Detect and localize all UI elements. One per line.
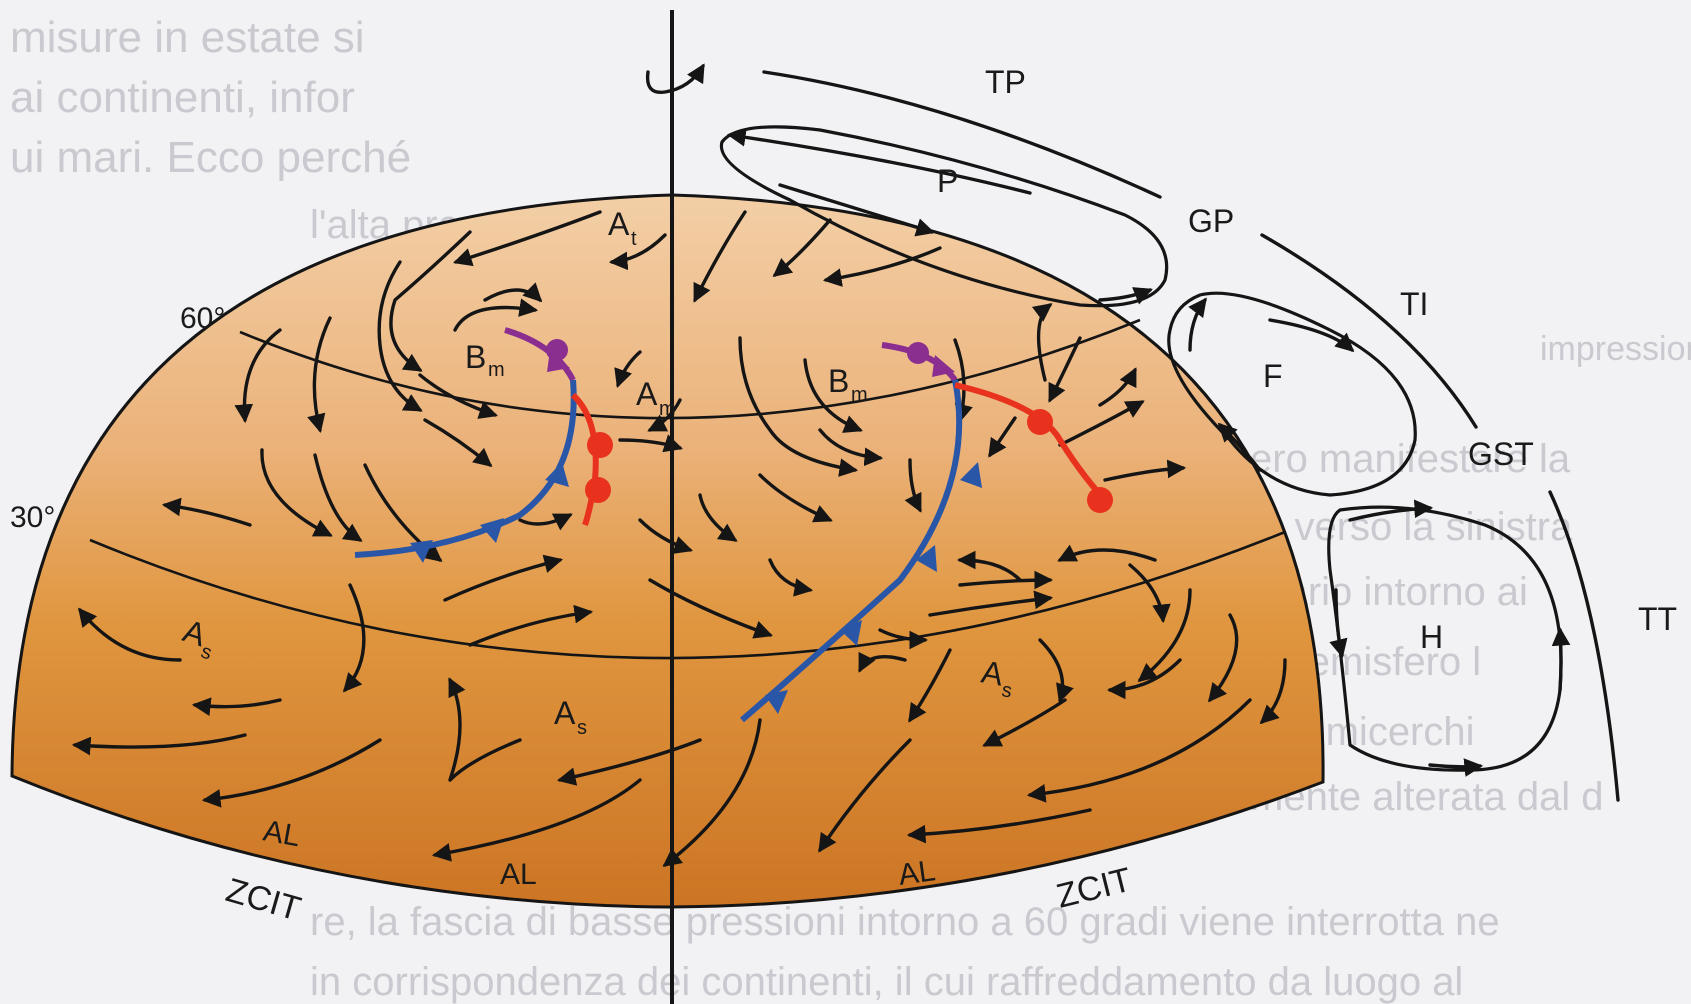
label-at-sub: t (631, 228, 637, 250)
label-lat-30: 30° (10, 501, 55, 534)
bg-text-line: ta verso la sinistra (1250, 505, 1573, 549)
label-p: P (937, 163, 958, 199)
label-am-sub: m (659, 398, 676, 420)
bg-text-line: impressione (1540, 330, 1691, 368)
bg-text-line: ai continenti, infor (10, 73, 355, 122)
label-bm-east-sub: m (851, 384, 868, 406)
label-tt: TT (1638, 601, 1677, 637)
label-bm-west: B (465, 339, 486, 375)
label-lat-60: 60° (180, 302, 225, 335)
label-al-west: AL (261, 814, 303, 853)
label-gst: GST (1468, 436, 1534, 472)
label-al-east: AL (896, 854, 937, 892)
label-zcit-west: ZCIT (222, 871, 305, 928)
bg-text-line: re, la fascia di basse pressioni intorno… (310, 900, 1500, 944)
label-at: A (608, 206, 630, 242)
label-bm-east: B (828, 363, 849, 399)
bg-text-line: ui mari. Ecco perché (10, 133, 411, 182)
label-tp: TP (985, 64, 1026, 100)
label-h: H (1420, 619, 1443, 655)
rotation-arrow-icon (648, 66, 703, 92)
label-ti: TI (1400, 286, 1428, 322)
label-bm-west-sub: m (488, 359, 505, 381)
label-gp: GP (1188, 203, 1234, 239)
bg-text-line: misure in estate si (10, 13, 365, 62)
label-am: A (636, 376, 658, 412)
label-as-center: A (554, 695, 576, 731)
bg-text-line: in corrispondenza dei continenti, il cui… (310, 960, 1463, 1004)
tropopause-temperate (1262, 235, 1476, 427)
label-as-center-sub: s (577, 717, 587, 739)
label-f: F (1263, 358, 1283, 394)
label-al-center: AL (500, 858, 537, 891)
